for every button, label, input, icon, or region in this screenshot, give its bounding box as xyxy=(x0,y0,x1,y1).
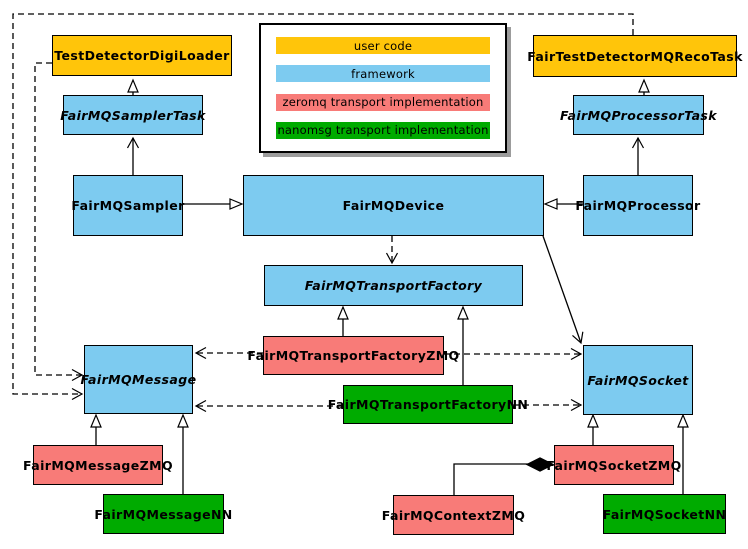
node-fairmqmessagezmq: FairMQMessageZMQ xyxy=(23,445,173,485)
node-fairtestdetectormqrecotask: FairTestDetectorMQRecoTask xyxy=(527,35,742,77)
legend: user code framework zeromq transport imp… xyxy=(259,23,507,153)
legend-item-zeromq: zeromq transport implementation xyxy=(276,93,490,111)
node-fairmqsocketnn: FairMQSocketNN xyxy=(603,494,726,534)
edge-device-socket xyxy=(542,235,584,345)
node-fairmqprocessor: FairMQProcessor xyxy=(575,175,700,236)
node-fairmqsamplertask: FairMQSamplerTask xyxy=(60,95,205,135)
node-fairmqmessagenn: FairMQMessageNN xyxy=(94,494,232,534)
edge-digiloader-message xyxy=(34,62,84,382)
edge-recotask-message xyxy=(12,13,634,401)
node-fairmqcontextzmq: FairMQContextZMQ xyxy=(382,495,525,535)
node-fairmqmessage: FairMQMessage xyxy=(81,345,196,414)
node-fairmqprocessortask: FairMQProcessorTask xyxy=(560,95,717,135)
node-fairmqtransportfactory: FairMQTransportFactory xyxy=(264,265,523,306)
node-fairmqsocketzmq: FairMQSocketZMQ xyxy=(546,445,681,485)
edge-contextzmq-socketzmq xyxy=(453,463,528,495)
composition-diamond xyxy=(525,457,555,472)
node-testdetectordigiloader: TestDetectorDigiLoader xyxy=(52,35,232,76)
node-fairmqdevice: FairMQDevice xyxy=(243,175,544,236)
node-fairmqsocket: FairMQSocket xyxy=(583,345,693,415)
node-fairmqtransportfactoryzmq: FairMQTransportFactoryZMQ xyxy=(247,336,459,375)
node-fairmqsampler: FairMQSampler xyxy=(71,175,184,236)
node-fairmqtransportfactorynn: FairMQTransportFactoryNN xyxy=(328,385,528,424)
legend-item-framework: framework xyxy=(276,65,490,83)
legend-item-nanomsg: nanomsg transport implementation xyxy=(276,121,490,139)
legend-item-user-code: user code xyxy=(276,37,490,54)
